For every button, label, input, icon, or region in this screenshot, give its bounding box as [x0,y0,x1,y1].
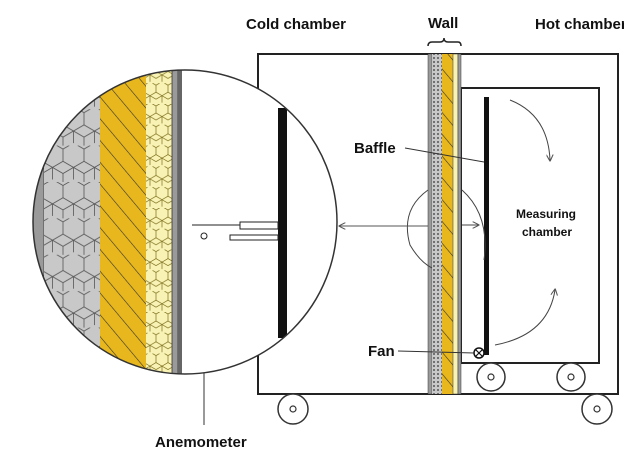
airflow-arrow-top [509,99,550,160]
wheel-cold-left [277,393,309,425]
fan-icon [473,347,485,359]
label-measuring-line2: chamber [522,225,572,239]
airflow-arrow-bottom [494,290,555,346]
wall-brace [427,37,462,47]
wheel-cold-right [581,393,613,425]
label-hot-chamber: Hot chamber [535,16,624,33]
label-wall: Wall [428,15,458,32]
label-anemometer: Anemometer [155,434,247,451]
zoom-detail [32,69,338,375]
label-baffle: Baffle [354,140,396,157]
wheel-hot-right [556,362,586,392]
label-measuring-line1: Measuring [516,207,576,221]
label-cold-chamber: Cold chamber [246,16,346,33]
wheel-hot-left [476,362,506,392]
airflow-arrow-cold [406,189,433,269]
wall-specimen [427,53,462,395]
label-fan: Fan [368,343,395,360]
baffle-leader [404,147,485,163]
airflow-arrow-hot-side [461,189,486,261]
baffle [484,97,489,355]
fan-leader [397,350,475,354]
